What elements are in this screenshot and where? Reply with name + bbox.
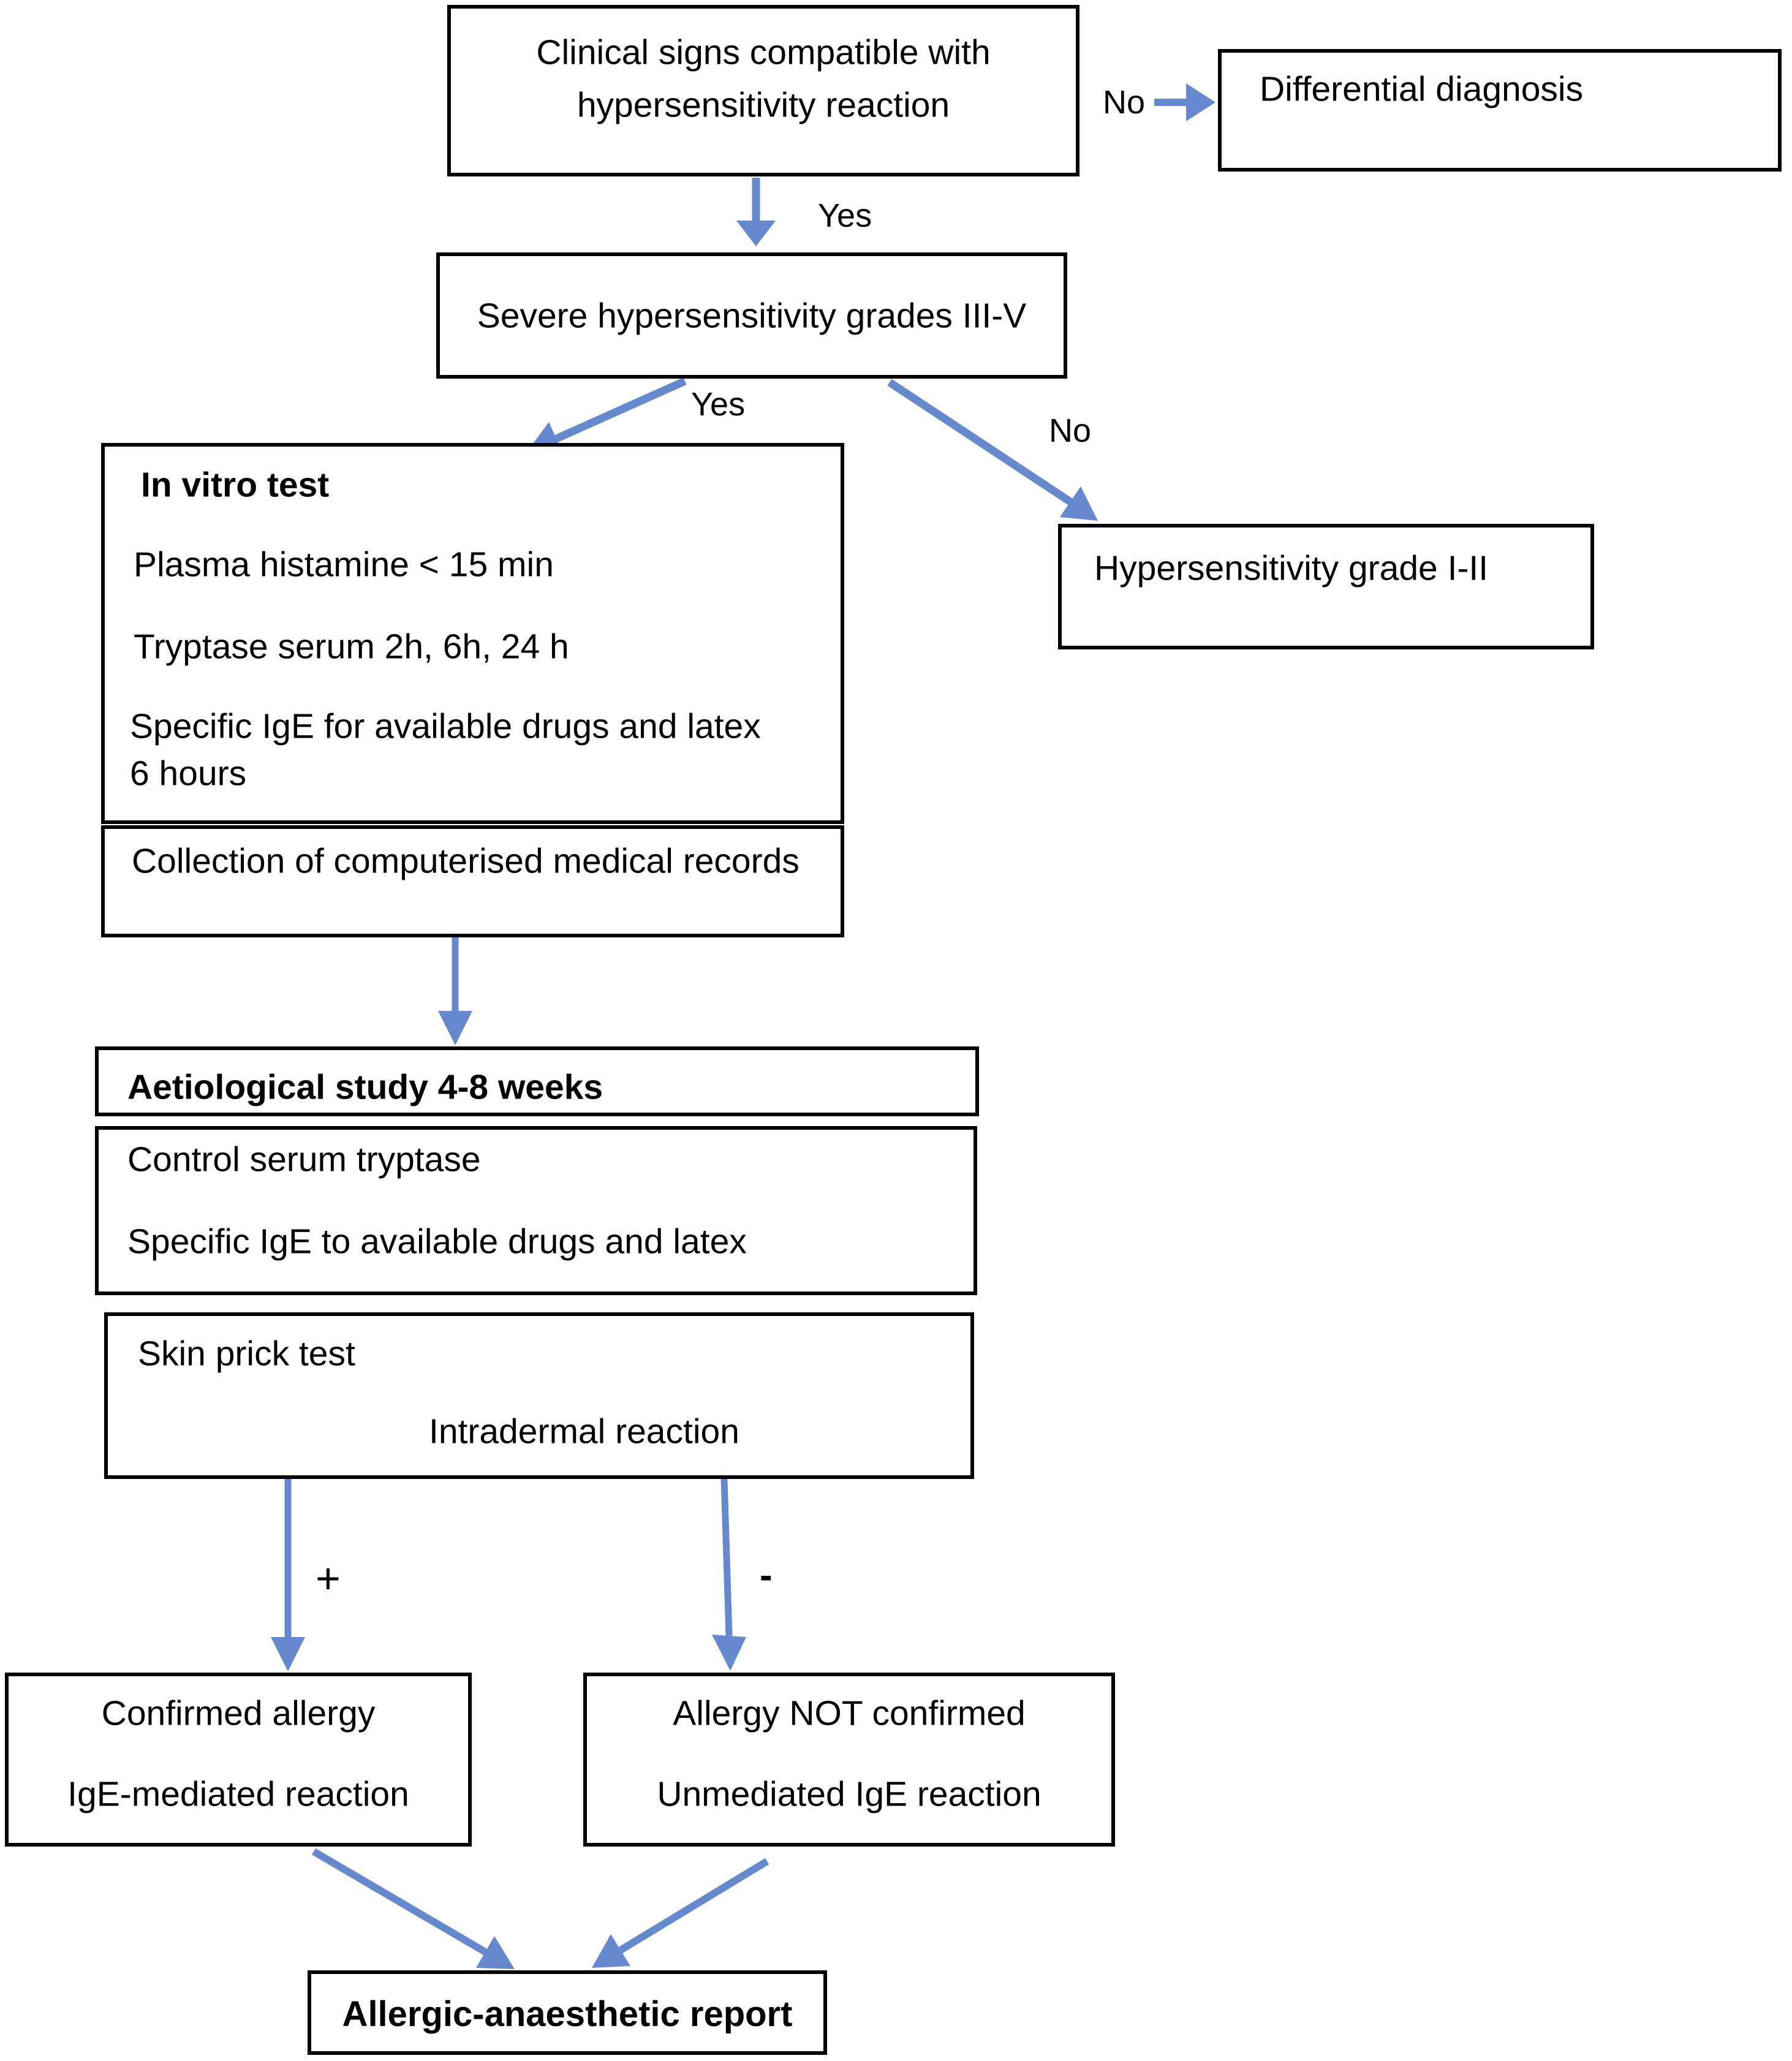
differential-diagnosis-label: Differential diagnosis <box>1260 69 1584 109</box>
clinical-signs-line1: Clinical signs compatible with <box>536 32 991 72</box>
aetiological-study-title: Aetiological study 4-8 weeks <box>127 1067 603 1107</box>
branch-label-plus: + <box>316 1554 341 1602</box>
arrowhead-notconfirmed-to-report-icon <box>592 1934 630 1968</box>
arrow-severe-to-grade12 <box>887 379 1073 505</box>
arrow-notconfirmed-to-report <box>618 1858 769 1954</box>
in-vitro-tryptase-serum: Tryptase serum 2h, 6h, 24 h <box>134 627 569 667</box>
control-specific-ige: Specific IgE to available drugs and late… <box>127 1222 747 1261</box>
in-vitro-specific-ige: Specific IgE for available drugs and lat… <box>130 706 761 746</box>
arrowhead-severe-to-grade12-icon <box>1060 486 1098 521</box>
arrowhead-yes-to-severe-icon <box>736 221 776 246</box>
in-vitro-plasma-histamine: Plasma histamine < 15 min <box>134 545 554 584</box>
arrowhead-confirmed-to-report-icon <box>476 1936 515 1969</box>
in-vitro-6-hours: 6 hours <box>130 754 247 793</box>
allergic-anaesthetic-report-title: Allergic-anaesthetic report <box>342 1994 793 2034</box>
node-allergy-not-confirmed <box>583 1673 1115 1847</box>
arrowhead-skin-to-confirmed-icon <box>271 1637 305 1671</box>
branch-label-yes-top: Yes <box>818 197 872 234</box>
confirmed-allergy-line1: Confirmed allergy <box>101 1693 376 1733</box>
arrowhead-no-to-differential-icon <box>1186 83 1215 121</box>
arrow-severe-to-invitro <box>554 377 687 442</box>
node-skin-prick <box>104 1312 974 1479</box>
node-severe-hypersensitivity <box>436 252 1067 379</box>
allergy-not-confirmed-line2: Unmediated IgE reaction <box>657 1774 1042 1814</box>
node-allergic-anaesthetic-report <box>308 1970 827 2055</box>
control-serum-tryptase: Control serum tryptase <box>127 1140 481 1179</box>
arrowhead-skin-to-notconfirmed-icon <box>712 1635 746 1671</box>
branch-label-no-mid: No <box>1049 412 1092 449</box>
clinical-signs-line2: hypersensitivity reaction <box>577 85 950 125</box>
node-hypersensitivity-grade-1-2 <box>1058 524 1594 649</box>
allergy-not-confirmed-line1: Allergy NOT confirmed <box>673 1693 1026 1733</box>
severe-hypersensitivity-label: Severe hypersensitivity grades III-V <box>477 296 1027 336</box>
arrowhead-collection-to-aetiological-icon <box>438 1011 472 1045</box>
hypersensitivity-grade-1-2-label: Hypersensitivity grade I-II <box>1094 548 1489 588</box>
collection-records-label: Collection of computerised medical recor… <box>132 841 800 881</box>
arrow-skin-to-notconfirmed <box>720 1478 733 1636</box>
branch-label-no-top: No <box>1103 84 1146 121</box>
branch-label-yes-mid: Yes <box>691 386 746 423</box>
confirmed-allergy-line2: IgE-mediated reaction <box>67 1774 409 1814</box>
intradermal-reaction-label: Intradermal reaction <box>429 1412 739 1451</box>
node-aetiological-study <box>95 1046 979 1116</box>
node-confirmed-allergy <box>5 1673 472 1847</box>
branch-label-minus: - <box>760 1554 773 1597</box>
node-differential-diagnosis <box>1218 49 1782 172</box>
in-vitro-test-title: In vitro test <box>141 465 330 505</box>
skin-prick-test-label: Skin prick test <box>138 1334 355 1374</box>
node-clinical-signs <box>447 5 1079 176</box>
arrow-confirmed-to-report <box>311 1848 488 1956</box>
node-collection-records <box>101 825 844 937</box>
node-in-vitro-test <box>101 443 844 824</box>
node-control-serum <box>95 1126 977 1295</box>
